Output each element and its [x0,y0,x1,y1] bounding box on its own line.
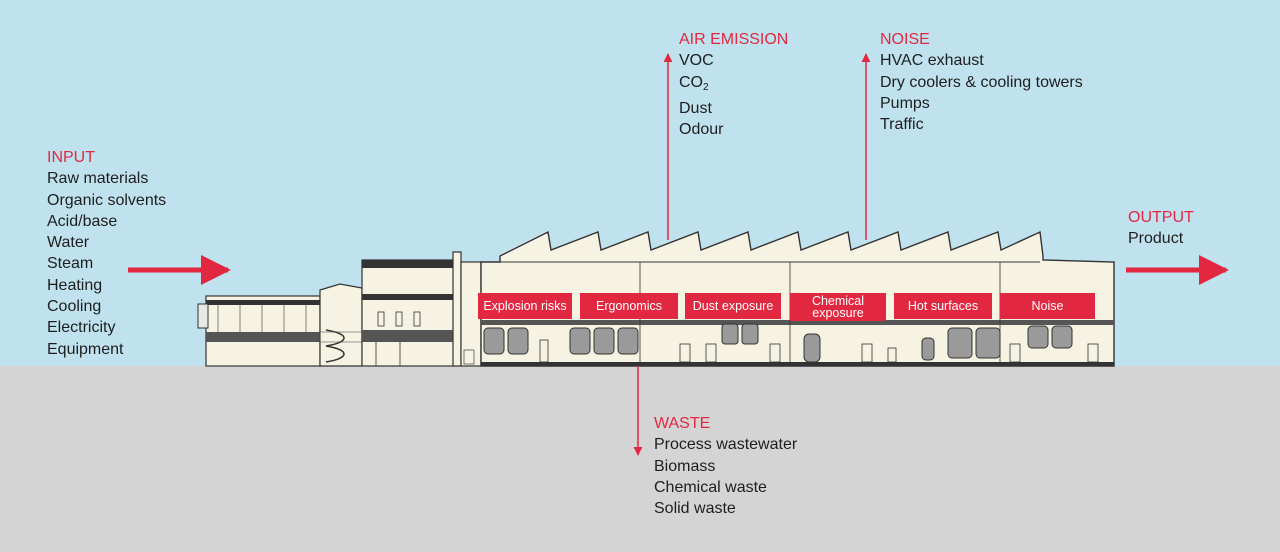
input-item: Water [47,234,90,252]
output-item: Product [1128,230,1184,248]
stair-tower [319,283,363,367]
input-item: Acid/base [47,212,118,230]
hazard-dust-exposure: Dust exposure [685,293,781,319]
input-heading: INPUT [47,149,95,166]
noise-item: Traffic [880,116,924,134]
waste-block: WASTE Process wastewater Biomass Chemica… [654,413,797,519]
input-item: Equipment [47,340,124,358]
hazard-explosion-risks: Explosion risks [478,293,572,319]
waste-item: Chemical waste [654,478,767,496]
input-item: Heating [47,276,103,294]
air-emission-item-co2: CO2 [679,72,788,98]
noise-heading: NOISE [880,31,930,48]
waste-heading: WASTE [654,415,711,432]
output-heading: OUTPUT [1128,209,1194,226]
waste-item: Process wastewater [654,436,798,454]
mid-office-building [361,251,482,367]
air-emission-item: Odour [679,121,724,139]
hazard-hot-surfaces: Hot surfaces [894,293,992,319]
input-block: INPUT Raw materials Organic solvents Aci… [47,147,166,360]
noise-item: HVAC exhaust [880,52,984,70]
process-tanks [483,323,1073,363]
air-emission-heading: AIR EMISSION [679,31,789,48]
ground-background [0,366,1280,552]
input-item: Electricity [47,319,116,337]
input-item: Steam [47,255,94,273]
input-item: Organic solvents [47,191,167,209]
input-item: Cooling [47,298,102,316]
input-item: Raw materials [47,170,149,188]
hazard-noise: Noise [1000,293,1095,319]
hazard-ergonomics: Ergonomics [580,293,678,319]
left-annex-building [197,295,321,367]
waste-item: Biomass [654,457,716,475]
hazard-chemical-exposure: Chemical exposure [790,293,886,321]
noise-block: NOISE HVAC exhaust Dry coolers & cooling… [880,29,1083,135]
noise-item: Pumps [880,94,930,112]
waste-item: Solid waste [654,500,736,518]
co2-text: CO [679,73,703,91]
co2-subscript: 2 [703,81,709,93]
air-emission-item: VOC [679,52,714,70]
air-emission-item: Dust [679,99,712,117]
output-block: OUTPUT Product [1128,207,1194,250]
noise-item: Dry coolers & cooling towers [880,73,1083,91]
air-emission-block: AIR EMISSION VOC CO2 Dust Odour [679,29,788,140]
